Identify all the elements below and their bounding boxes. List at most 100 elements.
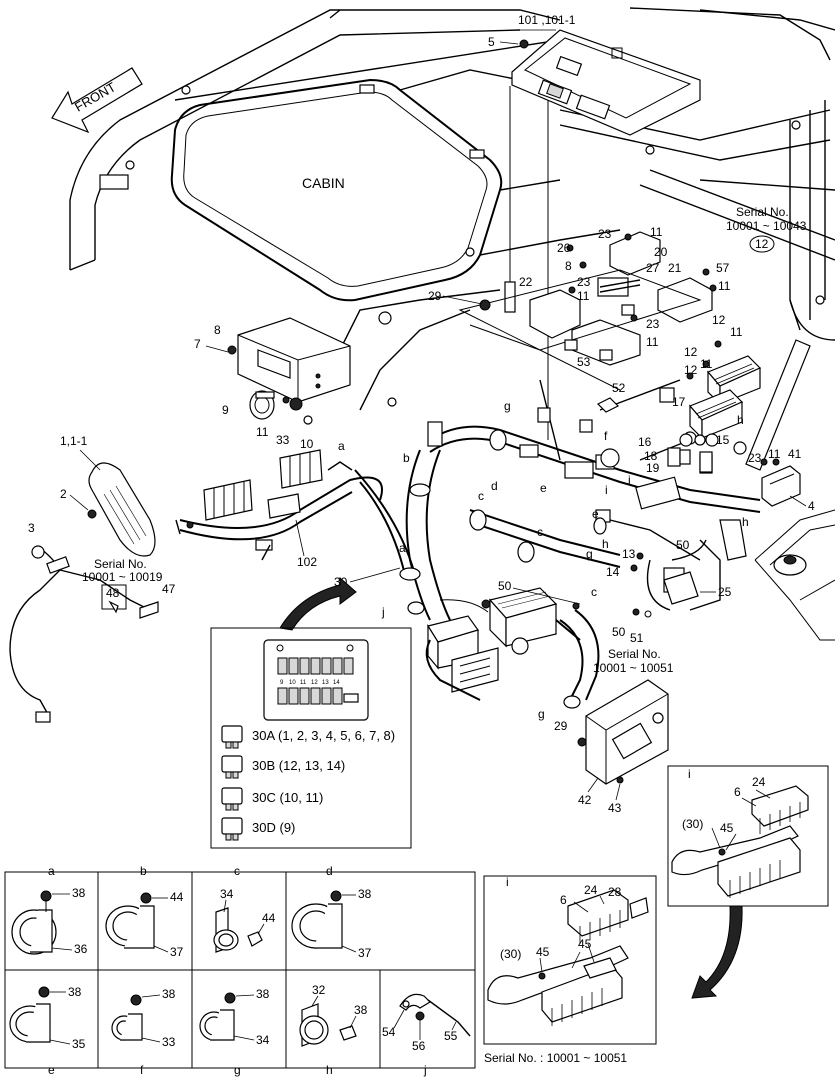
clamp-letter-c: c xyxy=(234,864,240,878)
detail-i-bottom-28: 28 xyxy=(608,885,622,899)
callout-11a: 11 xyxy=(650,225,663,239)
callout-50c: 50 xyxy=(612,625,626,639)
harness-letter-e2: e xyxy=(592,507,599,521)
clamp-c-part-34: 34 xyxy=(220,887,234,901)
callout-3: 3 xyxy=(28,521,35,535)
callout-26: 26 xyxy=(557,241,571,255)
clamp-e-part-35: 35 xyxy=(72,1037,86,1051)
fuse-num-12: 12 xyxy=(311,680,318,686)
front-direction-arrow: FRONT xyxy=(51,67,143,134)
clamp-b xyxy=(105,892,155,949)
clamp-a xyxy=(11,890,57,955)
callout-23a: 23 xyxy=(598,227,612,241)
clamp-letter-f: f xyxy=(140,1063,144,1077)
clamp-e xyxy=(9,986,51,1043)
serial-mid-right-line2: 10001 ~ 10051 xyxy=(593,661,674,675)
detail-i-bottom-6: 6 xyxy=(560,893,567,907)
callout-11b: 11 xyxy=(718,279,731,293)
fuse-num-10: 10 xyxy=(289,680,296,686)
callout-23b: 23 xyxy=(577,275,591,289)
callout-47: 47 xyxy=(162,582,176,596)
serial-left-line2: 10001 ~ 10019 xyxy=(82,570,163,584)
callout-20: 20 xyxy=(654,245,668,259)
callout-19: 19 xyxy=(646,461,660,475)
callout-11c: 11 xyxy=(577,289,590,303)
callout-102: 102 xyxy=(297,555,317,569)
detail-i-top-title: i xyxy=(688,767,691,781)
clamp-letter-a: a xyxy=(48,864,55,878)
callout-4: 4 xyxy=(808,499,815,513)
callout-50a: 50 xyxy=(498,579,512,593)
clamp-g-part-38: 38 xyxy=(256,987,270,1001)
fuse-icon-30c xyxy=(221,787,243,811)
callout-10: 10 xyxy=(300,437,314,451)
detail-i-bottom-24: 24 xyxy=(584,883,598,897)
callout-29a: 29 xyxy=(428,289,442,303)
harness-letter-a1: a xyxy=(338,439,345,453)
relay-blocks-right xyxy=(686,340,762,440)
harness-clamps xyxy=(399,429,747,709)
radio-mount xyxy=(227,317,351,403)
callout-42: 42 xyxy=(578,793,592,807)
clamp-c-part-44: 44 xyxy=(262,911,276,925)
clamp-letter-h: h xyxy=(326,1063,333,1077)
callout-11g: 11 xyxy=(256,425,269,439)
harness-letter-h1: h xyxy=(602,537,609,551)
callout-18: 18 xyxy=(644,449,658,463)
callout-2: 2 xyxy=(60,487,67,501)
relay-cluster xyxy=(458,231,717,391)
callout-12a: 12 xyxy=(712,313,726,327)
callout-23c: 23 xyxy=(646,317,660,331)
clamp-b-part-44: 44 xyxy=(170,890,184,904)
callout-53: 53 xyxy=(577,355,591,369)
harness-letter-c2: c xyxy=(537,525,543,539)
clamp-letter-d: d xyxy=(326,864,333,878)
callout-17: 17 xyxy=(672,395,686,409)
callout-11d: 11 xyxy=(646,335,659,349)
fuse-row-bottom xyxy=(277,687,359,705)
harness-letter-d1: d xyxy=(491,479,498,493)
harness-letter-i1: i xyxy=(605,483,608,497)
detail-i-bottom-30: (30) xyxy=(500,947,521,961)
serial-top-right-line1: Serial No. xyxy=(736,205,789,219)
clamp-letter-j: j xyxy=(423,1063,427,1077)
clamp-g-part-34: 34 xyxy=(256,1033,270,1047)
clamp-a-part-36: 36 xyxy=(74,942,88,956)
detail-i-top: i xyxy=(667,765,829,907)
clamp-a-part-38: 38 xyxy=(72,886,86,900)
clamp-h-part-38: 38 xyxy=(354,1003,368,1017)
serial-mid-right-line1: Serial No. xyxy=(608,647,661,661)
buzzer-parts xyxy=(249,390,313,425)
clamp-h xyxy=(299,1003,357,1047)
fuse-legend-30b: 30B (12, 13, 14) xyxy=(252,758,345,773)
serial-left-line1: Serial No. xyxy=(94,557,147,571)
harness-letter-h3: h xyxy=(742,515,749,529)
detail-i-bottom-title: i xyxy=(506,875,509,889)
callout-12-circled: 12 xyxy=(755,237,769,251)
callout-22: 22 xyxy=(519,275,533,289)
cabin-label: CABIN xyxy=(302,175,345,191)
fuse-num-14: 14 xyxy=(333,680,340,686)
connector-25 xyxy=(630,539,707,605)
fuse-icon-30b xyxy=(221,755,243,779)
callout-51: 51 xyxy=(630,631,644,645)
clamp-j-part-56: 56 xyxy=(412,1039,426,1053)
callout-8a: 8 xyxy=(565,259,572,273)
detail-i-top-45: 45 xyxy=(720,821,734,835)
fuse-num-11: 11 xyxy=(300,680,307,686)
callout-21: 21 xyxy=(668,261,682,275)
floor-structure xyxy=(754,509,835,641)
detail-i-top-6: 6 xyxy=(734,785,741,799)
callout-43: 43 xyxy=(608,801,622,815)
bracket-42 xyxy=(577,679,669,785)
serial-detail-i: Serial No. : 10001 ~ 10051 xyxy=(484,1051,627,1065)
callout-13: 13 xyxy=(622,547,636,561)
clamp-j-part-54: 54 xyxy=(382,1025,396,1039)
fuse-num-9: 9 xyxy=(280,680,284,686)
clamp-c xyxy=(213,907,263,953)
callout-9: 9 xyxy=(222,403,229,417)
clamp-letter-b: b xyxy=(140,864,147,878)
detail-i-bottom-45a: 45 xyxy=(578,937,592,951)
callout-27: 27 xyxy=(646,261,660,275)
